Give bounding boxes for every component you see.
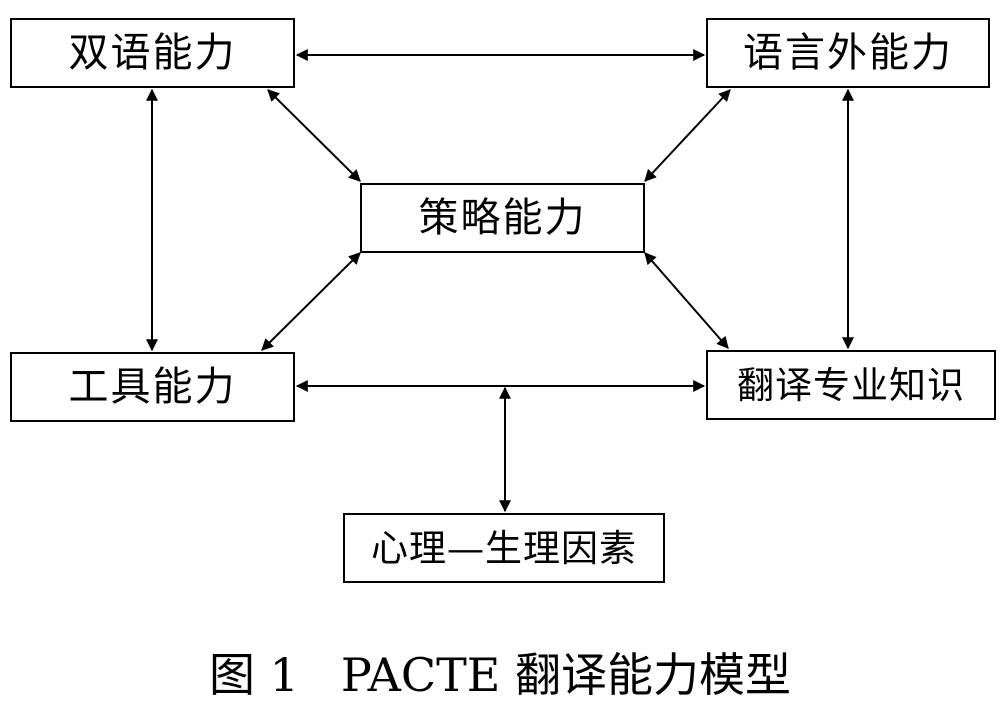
node-strategic-competence: 策略能力 (360, 183, 645, 253)
node-label: 策略能力 (418, 195, 587, 241)
node-psycho-physiological-components: 心理—生理因素 (343, 513, 665, 583)
figure-title: PACTE 翻译能力模型 (340, 648, 791, 702)
node-instrumental-competence: 工具能力 (10, 352, 295, 422)
node-label: 心理—生理因素 (371, 526, 637, 570)
node-bilingual-competence: 双语能力 (10, 18, 295, 88)
arrow-strategic-knowledge (644, 252, 729, 349)
node-label: 双语能力 (68, 30, 237, 76)
arrow-bilingual-strategic (267, 89, 361, 182)
node-label: 工具能力 (68, 364, 237, 410)
node-extralinguistic-competence: 语言外能力 (706, 18, 990, 88)
node-translation-knowledge: 翻译专业知识 (706, 350, 996, 420)
arrow-extralinguistic-strategic (644, 89, 731, 182)
node-label: 语言外能力 (743, 30, 953, 76)
arrow-strategic-instrumental (261, 252, 361, 351)
node-label: 翻译专业知识 (737, 363, 965, 407)
figure-number: 图 1 (209, 648, 299, 702)
figure-caption: 图 1 PACTE 翻译能力模型 (0, 648, 1000, 703)
